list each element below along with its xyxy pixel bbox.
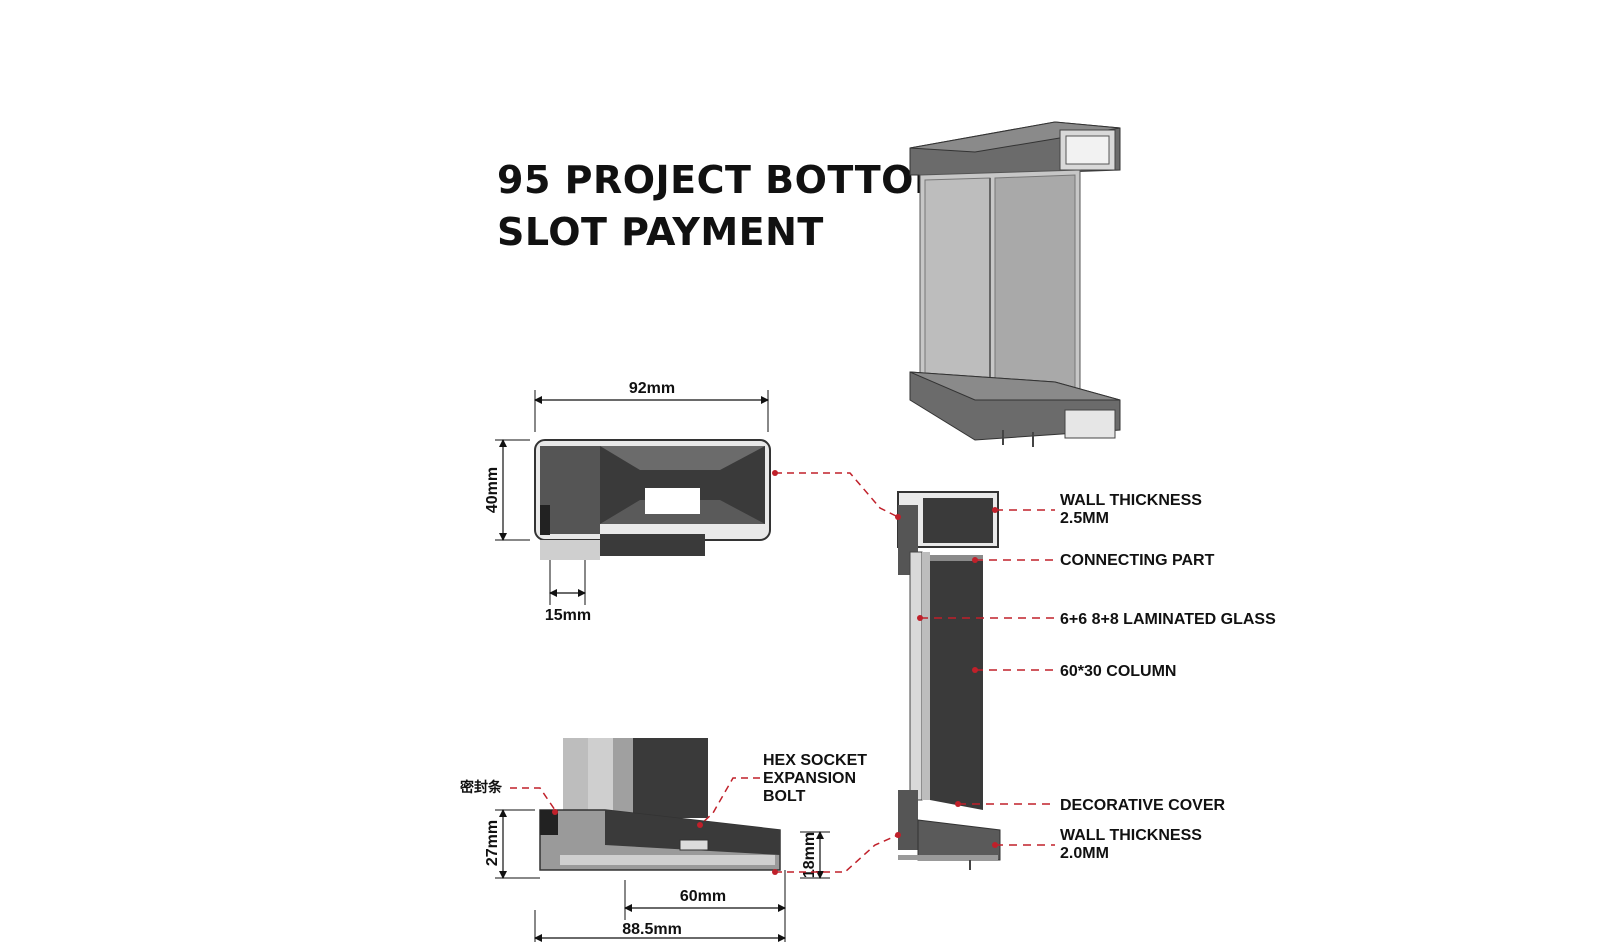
dim-27mm: 27mm <box>484 820 501 866</box>
dim-18mm: 18mm <box>801 832 818 878</box>
label-wall-thickness-bottom-2: 2.0MM <box>1060 845 1109 862</box>
label-wall-thickness-bottom-1: WALL THICKNESS <box>1060 827 1202 844</box>
title-line-1: 95 PROJECT BOTTOM <box>497 158 953 202</box>
dim-88-5mm: 88.5mm <box>622 921 682 938</box>
label-connecting-part: CONNECTING PART <box>1060 552 1215 569</box>
label-wall-thickness-top-2: 2.5MM <box>1060 510 1109 527</box>
label-hex-socket: HEX SOCKET <box>763 752 867 769</box>
dim-40mm: 40mm <box>484 467 501 513</box>
label-laminated-glass: 6+6 8+8 LAMINATED GLASS <box>1060 611 1276 628</box>
label-seal-strip: 密封条 <box>459 779 503 795</box>
label-bolt: BOLT <box>763 788 806 805</box>
bottom-section-view <box>539 738 781 871</box>
label-expansion: EXPANSION <box>763 770 856 787</box>
label-column: 60*30 COLUMN <box>1060 663 1176 680</box>
top-section-view <box>534 439 771 560</box>
dim-15mm: 15mm <box>545 607 591 624</box>
label-decorative-cover: DECORATIVE COVER <box>1060 797 1226 814</box>
isometric-view <box>909 121 1121 447</box>
dim-92mm: 92mm <box>629 380 675 397</box>
dim-60mm: 60mm <box>680 888 726 905</box>
title-line-2: SLOT PAYMENT <box>497 210 824 254</box>
label-wall-thickness-top-1: WALL THICKNESS <box>1060 492 1202 509</box>
column-section-view <box>897 491 1001 870</box>
